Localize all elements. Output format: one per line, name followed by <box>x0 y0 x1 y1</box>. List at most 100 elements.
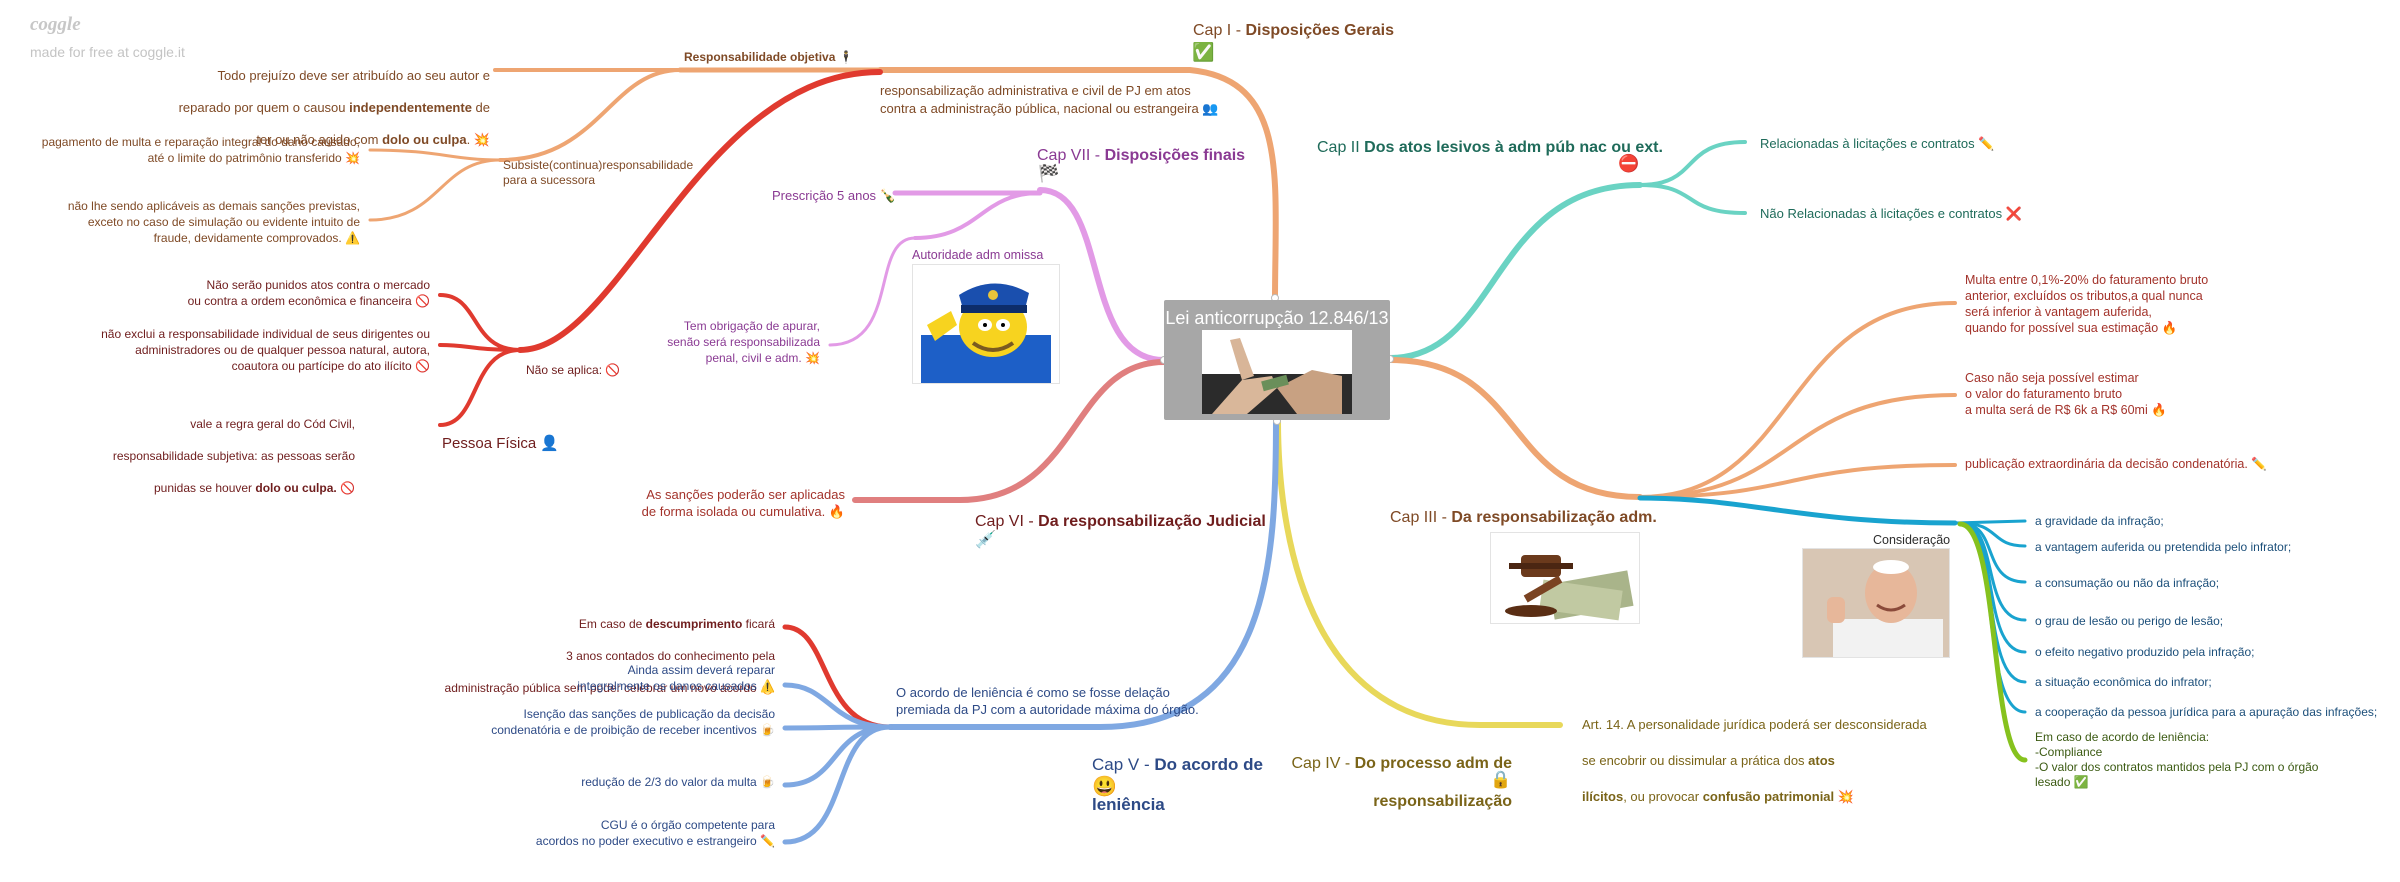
art14-text[interactable]: Art. 14. A personalidade jurídica poderá… <box>1582 717 1927 804</box>
obrigacao-text[interactable]: Tem obrigação de apurar, senão será resp… <box>667 319 820 365</box>
link-cap3 <box>1387 357 1643 500</box>
pj-adm-content: responsabilização administrativa e civil… <box>880 83 1199 116</box>
no-entry-sign-icon: ⛔ <box>1618 154 1640 173</box>
link-cap6 <box>852 359 1167 503</box>
cap7-title[interactable]: Cap VII - Disposições finais <box>1037 147 1246 164</box>
check-icon: ✅ <box>1192 42 1215 62</box>
explosion-icon: 💥 <box>473 132 490 147</box>
fire-icon: 🔥 <box>2151 403 2167 417</box>
pope-drawing <box>1803 549 1949 657</box>
acordo-text[interactable]: O acordo de leniência é como se fosse de… <box>896 685 1199 717</box>
nao-relacionadas-label[interactable]: Não Relacionadas à licitações e contrato… <box>1760 206 2022 221</box>
multa-sucessora-text[interactable]: pagamento de multa e reparação integral … <box>41 135 360 165</box>
smiley-icon: 😃 <box>1092 776 1117 798</box>
central-title: Lei anticorrupção 12.846/13 <box>1165 308 1389 328</box>
prejuizo-line-1: Todo prejuízo deve ser atribuído ao seu … <box>217 68 490 83</box>
person-icon: 🕴 <box>838 50 854 64</box>
link-cap2 <box>1387 182 1643 361</box>
relacionadas-label[interactable]: Relacionadas à licitações e contratos ✏️ <box>1760 136 1995 151</box>
syringe-icon: 💉 <box>975 530 997 549</box>
consideracao-item-4[interactable]: o grau de lesão ou perigo de lesão; <box>2035 614 2224 628</box>
link-consideracao <box>1637 495 1958 526</box>
link-multa-sucessora <box>368 148 502 162</box>
cap1-prefix: Cap I - <box>1193 22 1246 39</box>
link-publicacao <box>1638 463 1957 499</box>
consideracao-item-3[interactable]: a consumação ou não da infração; <box>2035 576 2220 590</box>
resp-objetiva-text: Responsabilidade objetiva <box>684 50 836 64</box>
link-obrigacao <box>828 236 917 347</box>
link-pessoa-fisica <box>517 69 883 353</box>
subsiste-text[interactable]: Subsiste(continua)responsabilidade para … <box>503 158 694 187</box>
gavel-money-image <box>1490 532 1640 624</box>
link-multa-faturamento <box>1638 301 1957 499</box>
reparar-text[interactable]: Ainda assim deverá reparar integralmente… <box>577 663 775 693</box>
leniencia-consideracao-text[interactable]: Em caso de acordo de leniência: -Complia… <box>2035 730 2319 789</box>
sancoes-sucessora-text[interactable]: não lhe sendo aplicáveis as demais sançõ… <box>67 199 360 245</box>
link-subsiste <box>498 68 682 162</box>
isencao-text[interactable]: Isenção das sanções de publicação da dec… <box>491 707 775 737</box>
cgu-text[interactable]: CGU é o órgão competente para acordos no… <box>535 818 775 848</box>
central-node[interactable]: Lei anticorrupção 12.846/13 <box>1164 300 1390 420</box>
nao-aplica-label[interactable]: Não se aplica: 🚫 <box>526 363 621 377</box>
consideracao-item-7[interactable]: a cooperação da pessoa jurídica para a a… <box>2035 705 2378 719</box>
consideracao-item-5[interactable]: o efeito negativo produzido pela infraçã… <box>2035 645 2255 659</box>
vale-text[interactable]: vale a regra geral do Cód Civil, respons… <box>112 417 355 495</box>
cap3-title[interactable]: Cap III - Da responsabilização adm. <box>1390 509 1657 526</box>
bottle-icon: 🍾 <box>879 188 896 203</box>
link-autoridade <box>913 191 1042 240</box>
prescricao-label[interactable]: Prescrição 5 anos 🍾 <box>772 188 896 203</box>
link-cap1 <box>877 67 1279 303</box>
warning-icon: ⚠️ <box>760 679 775 693</box>
cap1-title[interactable]: Cap I - Disposições Gerais <box>1193 21 1394 40</box>
pessoa-fisica-label[interactable]: Pessoa Física 👤 <box>442 435 560 452</box>
nao-punidos-text[interactable]: Não serão punidos atos contra o mercado … <box>187 278 430 308</box>
prejuizo-line-3: ter ou não agido com dolo ou culpa. 💥 <box>256 132 490 147</box>
gavel-money-drawing <box>1505 555 1634 621</box>
link-cap4 <box>1275 417 1563 728</box>
warning-icon: ⚠️ <box>345 231 360 245</box>
consideracao-item-6[interactable]: a situação econômica do infrator; <box>2035 675 2212 689</box>
checkered-flag-icon: 🏁 <box>1038 164 1060 183</box>
person-silhouette-icon: 👤 <box>540 435 560 452</box>
pencil-icon: ✏️ <box>1978 136 1995 151</box>
link-cgu <box>782 724 893 845</box>
cap6-title[interactable]: Cap VI - Da responsabilização Judicial <box>975 513 1266 530</box>
link-sancoes-sucessora <box>368 158 502 222</box>
fire-icon: 🔥 <box>2161 321 2178 335</box>
cap2-title[interactable]: Cap II Dos atos lesivos à adm púb nac ou… <box>1317 139 1663 156</box>
consideracao-label[interactable]: Consideração <box>1873 533 1951 547</box>
no-entry-icon: 🚫 <box>340 481 355 495</box>
pj-adm-text[interactable]: responsabilização administrativa e civil… <box>880 82 1219 118</box>
pope-image <box>1802 548 1950 658</box>
link-reducao <box>782 724 893 788</box>
nao-exclui-text[interactable]: não exclui a responsabilidade individual… <box>101 327 430 373</box>
cross-icon: ❌ <box>2005 206 2022 221</box>
police-chief-image <box>912 264 1060 384</box>
link-cap7 <box>1037 187 1167 363</box>
cap4-title[interactable]: Cap IV - Do processo adm de responsabili… <box>1291 755 1512 810</box>
link-vale <box>438 348 522 427</box>
link-relacionadas <box>1638 140 1747 187</box>
pencil-icon: ✏️ <box>2251 457 2267 471</box>
caso-nao-estimar-text[interactable]: Caso não seja possível estimar o valor d… <box>1965 371 2167 417</box>
reducao-text[interactable]: redução de 2/3 do valor da multa 🍺 <box>581 775 775 789</box>
no-entry-icon: 🚫 <box>415 359 430 373</box>
check-icon: ✅ <box>2073 775 2089 789</box>
explosion-icon: 💥 <box>345 151 360 165</box>
autoridade-label[interactable]: Autoridade adm omissa <box>912 248 1044 262</box>
cap5-title[interactable]: Cap V - Do acordo de leniência <box>1092 755 1263 814</box>
resp-objetiva-label[interactable]: Responsabilidade objetiva 🕴 <box>684 49 854 65</box>
link-caso-nao <box>1638 393 1957 499</box>
multa-faturamento-text[interactable]: Multa entre 0,1%-20% do faturamento brut… <box>1965 273 2209 335</box>
consideracao-item-1[interactable]: a gravidade da infração; <box>2035 514 2164 528</box>
descumprimento-text[interactable]: Em caso de descumprimento ficará 3 anos … <box>444 617 775 695</box>
cap1-title-text: Disposições Gerais <box>1245 22 1394 39</box>
fire-icon: 🔥 <box>828 504 845 519</box>
consideracao-item-2[interactable]: a vantagem auferida ou pretendida pelo i… <box>2035 540 2292 554</box>
prejuizo-text[interactable]: Todo prejuízo deve ser atribuído ao seu … <box>150 52 490 164</box>
no-entry-icon: 🚫 <box>605 363 621 377</box>
brand-logo: coggle <box>30 14 81 35</box>
sancoes-judicial-text[interactable]: As sanções poderão ser aplicadas de form… <box>641 487 845 519</box>
publicacao-text[interactable]: publicação extraordinária da decisão con… <box>1965 457 2267 471</box>
